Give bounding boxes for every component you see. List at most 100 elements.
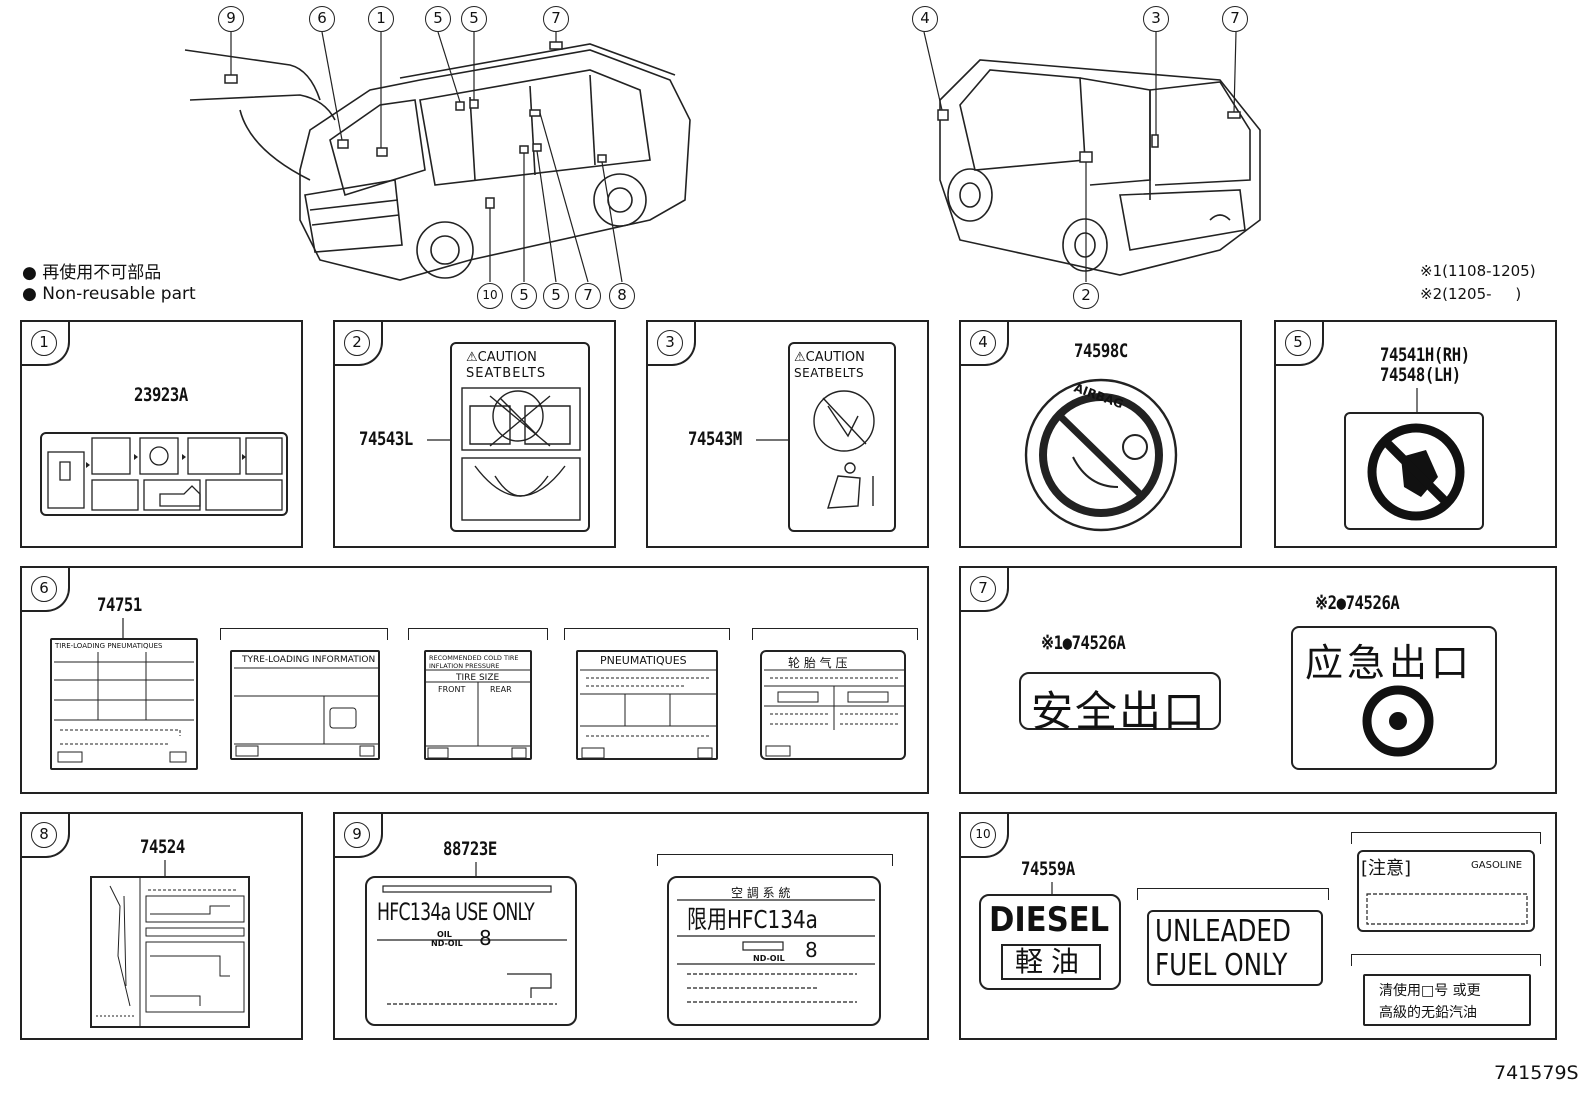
part-number: 74543L <box>359 428 413 450</box>
xianyong-text: 限用HFC134a <box>687 905 818 934</box>
seatbelts-text: SEATBELTS <box>794 366 865 380</box>
gasoline-text: GASOLINE <box>1471 860 1523 871</box>
leader-line <box>1051 882 1053 894</box>
gasoline-caution-label: [注意] GASOLINE <box>1357 850 1535 932</box>
leader-line <box>756 439 790 441</box>
callout-7c: 7 <box>1222 6 1248 32</box>
part-number: 74598C <box>1074 340 1128 362</box>
callout-5a: 5 <box>425 6 451 32</box>
diesel-label: DIESEL 軽油 <box>979 894 1121 990</box>
legend-en: ● Non-reusable part <box>22 284 196 304</box>
panel-number: 1 <box>31 330 57 356</box>
unleaded-label: UNLEADED FUEL ONLY <box>1147 910 1323 986</box>
part-number-2: ※2●74526A <box>1315 592 1400 614</box>
part-number: 74524 <box>140 836 185 858</box>
part-number-lh: 74548(LH) <box>1380 364 1461 386</box>
callout-5c: 5 <box>511 283 537 309</box>
target-icon <box>1362 685 1434 757</box>
label-23923A-drawing <box>40 432 288 516</box>
panel-3: 3 74543M ⚠CAUTION SEATBELTS <box>646 320 929 548</box>
callout-7b: 7 <box>575 283 601 309</box>
panel-number: 2 <box>344 330 370 356</box>
callout-8: 8 <box>609 283 635 309</box>
caution-text: ⚠CAUTION <box>794 350 865 365</box>
chinese-tire-text: 轮 胎 气 压 <box>788 656 848 670</box>
callout-10: 10 <box>477 283 503 309</box>
seatbelt-icon <box>813 390 875 509</box>
chinese-tire-label: 轮 胎 气 压 <box>760 650 906 760</box>
caution-text: ⚠CAUTION <box>466 350 537 365</box>
nd-oil-text-2: ND-OIL <box>753 954 785 963</box>
bracket <box>220 628 388 640</box>
panel-1: 1 23923A <box>20 320 303 548</box>
pneumatiques-text: PNEUMATIQUES <box>600 654 687 667</box>
header-small: TIRE-LOADING PNEUMATIQUES <box>55 642 163 650</box>
part-number: 88723E <box>443 838 497 860</box>
cn-text-1: 清使用□号 或更 <box>1379 983 1481 999</box>
rear-text: REAR <box>490 685 512 694</box>
bracket <box>564 628 730 640</box>
leader-line <box>427 439 452 441</box>
part-number-1: ※1●74526A <box>1041 632 1126 654</box>
nd-oil-text: ND-OIL <box>431 939 463 948</box>
bracket <box>408 628 548 640</box>
tyre-loading-label: TYRE-LOADING INFORMATION <box>230 650 380 760</box>
tire-label-main: TIRE-LOADING PNEUMATIQUES <box>50 638 198 770</box>
panel-number: 4 <box>970 330 996 356</box>
kongtiao-text: 空 調 系 統 <box>731 886 791 900</box>
leader-line <box>122 618 124 638</box>
bracket <box>1137 888 1329 900</box>
panel-number: 3 <box>657 330 683 356</box>
label-74524-drawing <box>90 876 250 1028</box>
zhuyi-text: [注意] <box>1361 858 1412 879</box>
safety-exit-text: 安全出口 <box>1031 687 1208 736</box>
inflation-text: INFLATION PRESSURE <box>429 662 500 670</box>
legend-jp: ● 再使用不可部品 <box>22 263 162 283</box>
leader-line <box>164 860 166 876</box>
panel-number: 5 <box>1285 330 1311 356</box>
callout-9: 9 <box>218 6 244 32</box>
callout-5b: 5 <box>461 6 487 32</box>
emergency-exit-label: 应急出口 <box>1291 626 1497 770</box>
cold-tire-label: RECOMMENDED COLD TIRE INFLATION PRESSURE… <box>424 650 532 760</box>
cn-gasoline-label: 清使用□号 或更 高級的无鉛汽油 <box>1363 974 1531 1026</box>
safety-exit-label: 安全出口 <box>1019 672 1221 736</box>
diagram-id: 741579S <box>1494 1062 1579 1084</box>
seatbelt-caution-label-m: ⚠CAUTION SEATBELTS <box>788 342 896 532</box>
leader-line <box>1416 388 1418 414</box>
oil-text: OIL <box>437 930 452 939</box>
part-number: 23923A <box>134 384 188 406</box>
callout-7a: 7 <box>543 6 569 32</box>
pneumatiques-label: PNEUMATIQUES <box>576 650 718 760</box>
bracket <box>657 854 893 866</box>
cn-text-2: 高級的无鉛汽油 <box>1379 1005 1477 1021</box>
no-hand-icon <box>1367 423 1465 521</box>
rec-cold-text: RECOMMENDED COLD TIRE <box>429 654 519 662</box>
seatbelt-cross-icon <box>461 387 581 521</box>
panel-2: 2 74543L ⚠CAUTION SEATBELTS <box>333 320 616 548</box>
callout-3: 3 <box>1143 6 1169 32</box>
note-1: ※1(1108-1205) <box>1420 262 1536 280</box>
van-rear-illustration <box>923 31 1261 282</box>
seatbelt-caution-label-l: ⚠CAUTION SEATBELTS <box>450 342 590 532</box>
panel-9: 9 88723E HFC134a USE ONLY OIL ND-OIL 8 空… <box>333 812 929 1040</box>
part-number: 74751 <box>97 594 142 616</box>
bracket <box>752 628 918 640</box>
panel-5: 5 74541H(RH) 74548(LH) <box>1274 320 1557 548</box>
eight-text-2: 8 <box>805 938 818 962</box>
panel-number: 9 <box>344 822 370 848</box>
panel-4: 4 74598C AIRBAG <box>959 320 1242 548</box>
callout-5d: 5 <box>543 283 569 309</box>
seatbelts-text: SEATBELTS <box>466 366 547 381</box>
part-number: 74543M <box>688 428 742 450</box>
leader-line <box>475 862 477 876</box>
callout-2: 2 <box>1073 283 1099 309</box>
hfc-cn-label: 空 調 系 統 限用HFC134a ND-OIL 8 <box>667 876 881 1026</box>
hfc-use-text: HFC134a USE ONLY <box>377 898 535 926</box>
panel-number: 10 <box>970 822 996 848</box>
panel-number: 8 <box>31 822 57 848</box>
bracket <box>1351 832 1541 844</box>
front-text: FRONT <box>438 685 466 694</box>
emergency-exit-text: 应急出口 <box>1305 641 1474 685</box>
van-front-illustration <box>184 31 691 283</box>
